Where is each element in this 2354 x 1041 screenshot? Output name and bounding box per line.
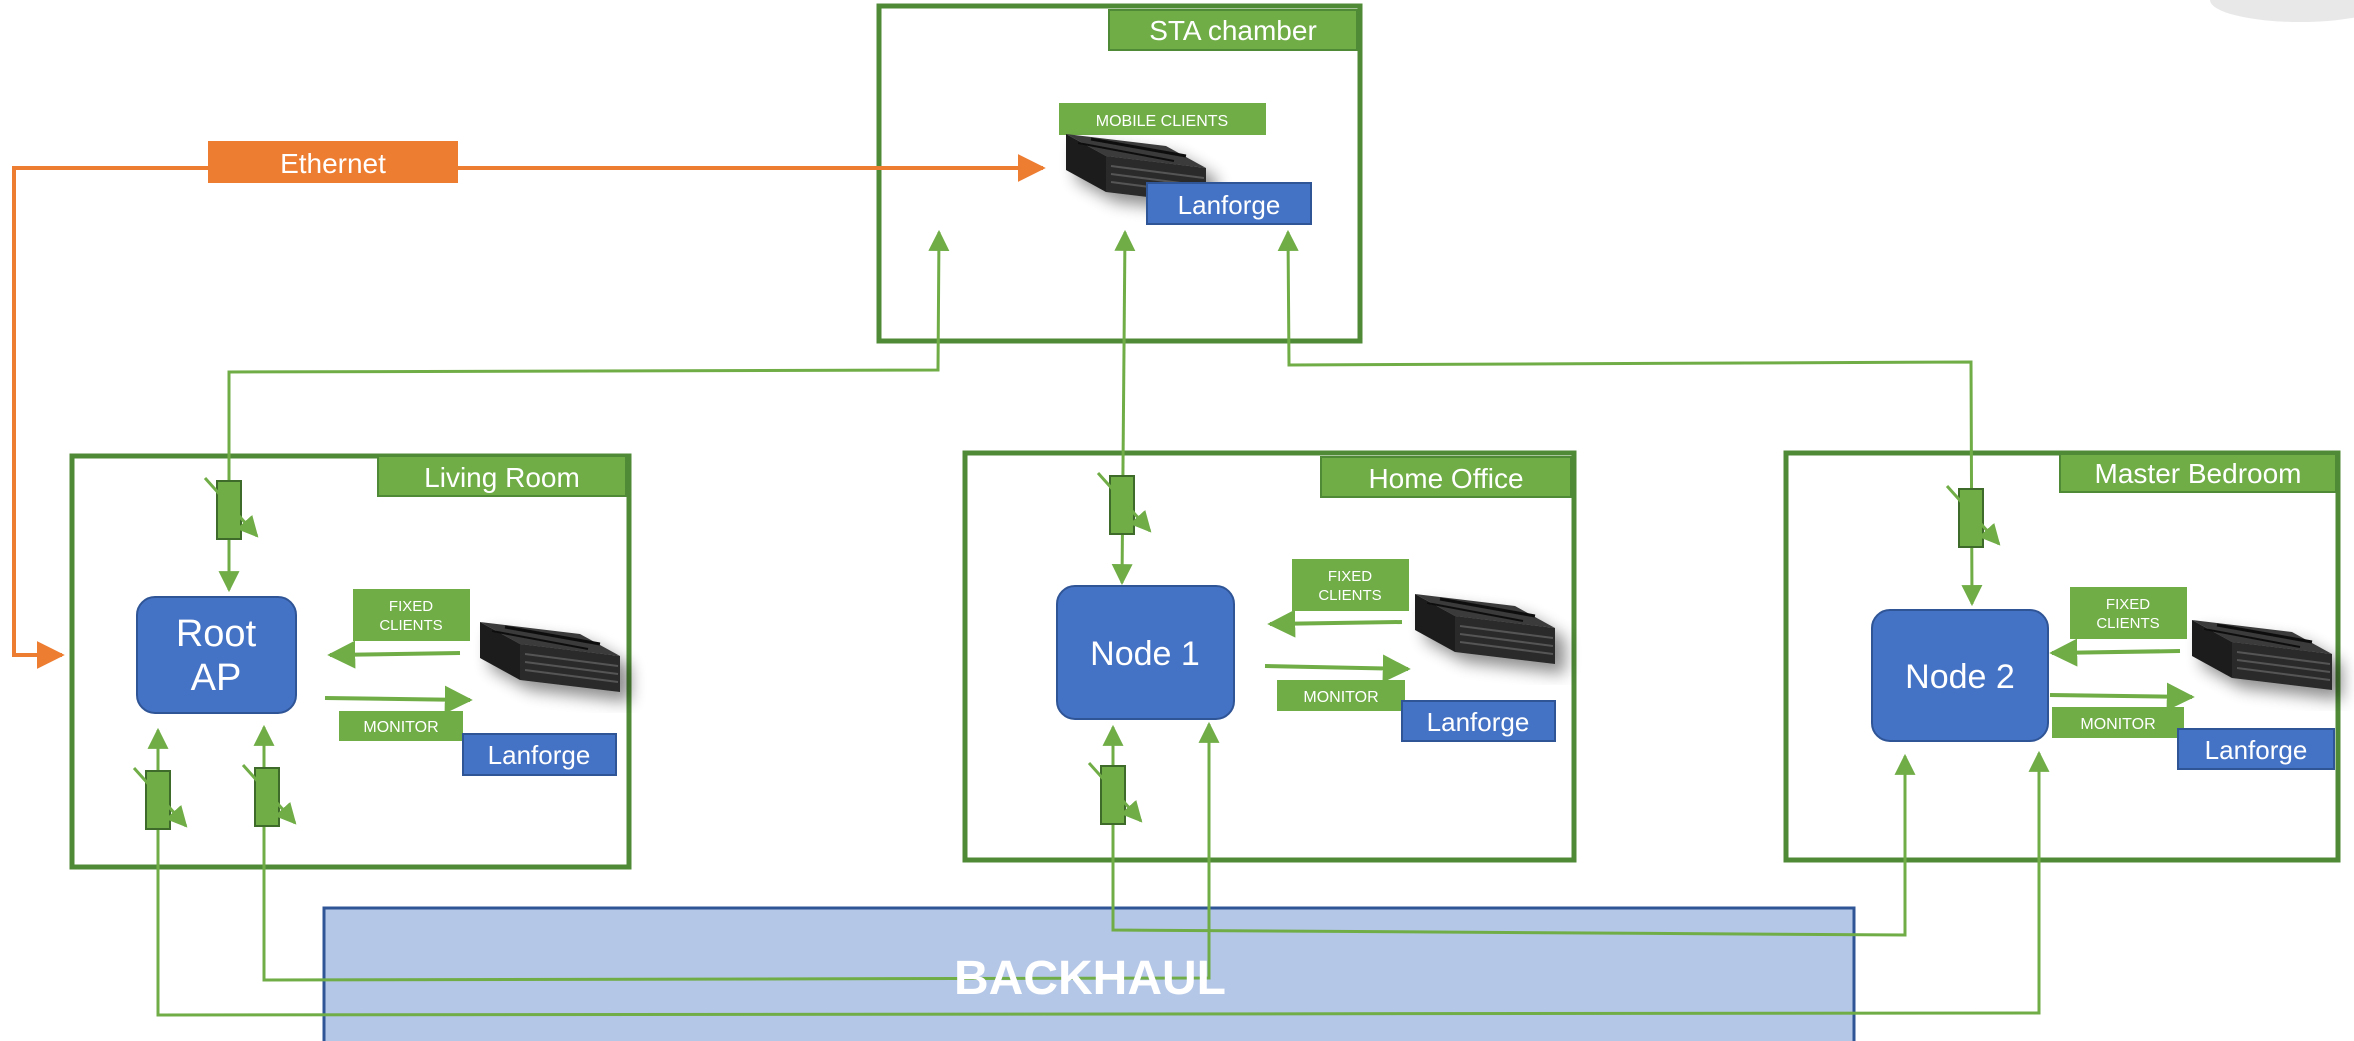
- decorative-shadow: [2210, 0, 2354, 22]
- mobile-clients-label: MOBILE CLIENTS: [1096, 113, 1228, 130]
- clients-arrow: [1267, 609, 1403, 638]
- node-label-line1: Root: [176, 613, 257, 655]
- room-title: Home Office: [1368, 463, 1523, 494]
- fixed-clients-box: [353, 589, 470, 641]
- fixed-clients-line2: CLIENTS: [379, 617, 442, 634]
- room-title: Master Bedroom: [2095, 458, 2302, 489]
- variable-attenuator-icon: [203, 476, 259, 540]
- mobile-clients-box: [1059, 103, 1266, 135]
- variable-attenuator-icon: [1945, 484, 2001, 548]
- room-title-box: [2059, 453, 2337, 493]
- room-home-office: Home Office Node 1 FIXED CLIENTS MONITOR…: [962, 450, 1577, 863]
- monitor-arrow: [2049, 682, 2195, 711]
- monitor-box: [2052, 707, 2184, 738]
- root-ap-backhaul-line-1: [147, 727, 2050, 1017]
- root-ap-to-sta-line: [218, 229, 950, 593]
- sta-chamber-title: STA chamber: [1149, 15, 1317, 46]
- ethernet-label-box: [208, 141, 458, 183]
- attenuators: [132, 471, 2001, 830]
- node1-backhaul-line: [1102, 724, 1916, 937]
- variable-attenuator-icon: [1087, 761, 1143, 825]
- monitor-label: MONITOR: [363, 719, 438, 736]
- fixed-clients-line1: FIXED: [389, 598, 433, 615]
- ethernet-line: [12, 154, 1046, 669]
- ethernet-link: Ethernet: [12, 141, 1046, 669]
- clients-arrow: [2049, 638, 2181, 667]
- node-label-line2: AP: [191, 657, 242, 699]
- fixed-clients-line2: CLIENTS: [2096, 615, 2159, 632]
- ethernet-label: Ethernet: [280, 148, 386, 179]
- lanforge-label: Lanforge: [1427, 707, 1530, 737]
- node-1: [1056, 585, 1235, 720]
- rack-server-icon: [1413, 592, 1557, 666]
- variable-attenuator-icon: [1096, 471, 1152, 535]
- monitor-box: [1277, 680, 1405, 711]
- monitor-label: MONITOR: [1303, 689, 1378, 706]
- sta-chamber-title-box: [1108, 9, 1358, 51]
- monitor-label: MONITOR: [2080, 716, 2155, 733]
- lanforge-label: Lanforge: [2205, 735, 2308, 765]
- fixed-clients-box: [2070, 587, 2187, 639]
- lanforge-label: Lanforge: [488, 740, 591, 770]
- rf-links: [147, 229, 2050, 1017]
- node-label-line1: Node 2: [1905, 658, 2015, 696]
- room-title: Living Room: [424, 462, 580, 493]
- fixed-clients-line2: CLIENTS: [1318, 587, 1381, 604]
- variable-attenuator-icon: [241, 763, 297, 827]
- room-master-bedroom: Master Bedroom Node 2 FIXED CLIENTS MONI…: [1783, 450, 2341, 863]
- variable-attenuator-icon: [132, 766, 188, 830]
- node2-to-sta-line: [1277, 229, 1983, 607]
- lanforge-label: Lanforge: [1178, 190, 1281, 220]
- fixed-clients-line1: FIXED: [2106, 596, 2150, 613]
- rack-server-icon: [2190, 618, 2334, 692]
- node-label-line1: Node 1: [1090, 635, 1200, 673]
- lanforge-box: [2177, 728, 2335, 770]
- rack-server-icon: [478, 620, 622, 694]
- room-box: [962, 450, 1577, 863]
- clients-arrow: [327, 640, 461, 669]
- backhaul-bar: [322, 906, 1856, 1041]
- lanforge-box: [1146, 182, 1312, 225]
- root-ap-node: [136, 596, 297, 714]
- root-ap-backhaul-line-2: [253, 721, 1220, 982]
- backhaul-label: BACKHAUL: [954, 952, 1226, 1005]
- monitor-arrow: [1264, 654, 1411, 683]
- fixed-clients-line1: FIXED: [1328, 568, 1372, 585]
- monitor-arrow: [324, 685, 473, 714]
